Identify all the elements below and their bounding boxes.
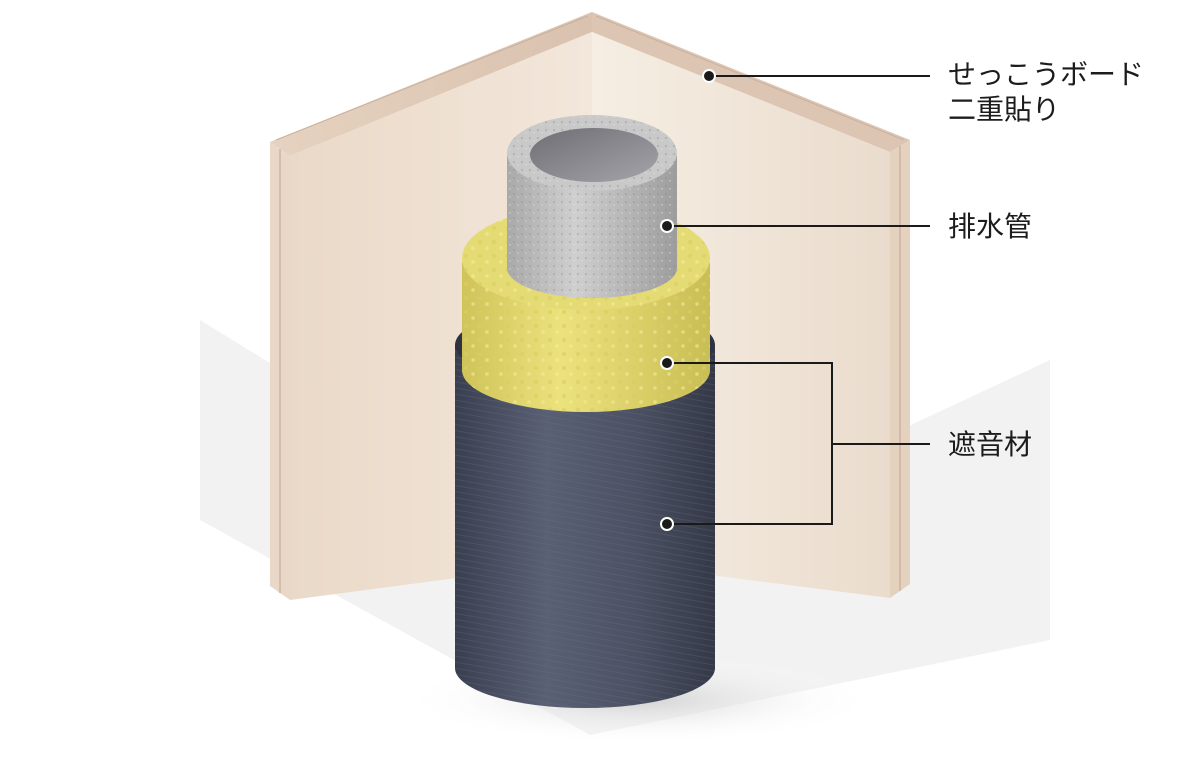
sound-insulation-outer-wrap [455,305,715,708]
label-drain-pipe: 排水管 [948,210,1032,243]
drain-pipe [507,115,677,298]
leader-dots [660,69,716,531]
label-gypsum-board-line2: 二重貼り [948,93,1060,126]
leader-lines [667,75,930,525]
dot-pipe [660,219,674,233]
label-sound-insulation: 遮音材 [948,428,1032,461]
dot-foam [660,356,674,370]
dot-wrap [660,517,674,531]
label-gypsum-board-line1: せっこうボード [948,58,1144,91]
dot-board [702,69,716,83]
labels: せっこうボード 二重貼り 排水管 遮音材 [948,58,1144,461]
